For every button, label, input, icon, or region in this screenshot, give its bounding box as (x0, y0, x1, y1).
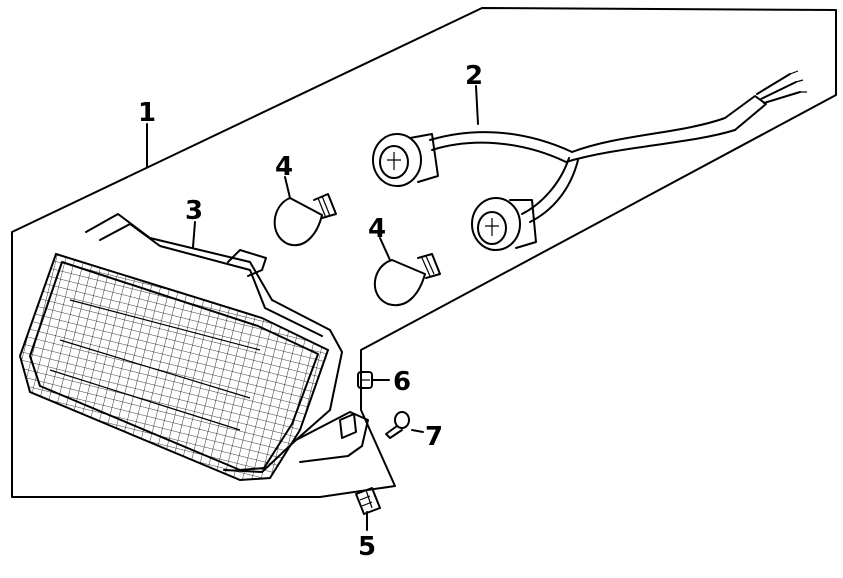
wire-harness (372, 70, 807, 251)
leader-line-bulb-right (379, 237, 391, 261)
leader-line-harness (475, 85, 479, 125)
part-label-nut: 6 (393, 367, 411, 397)
part-label-assembly: 1 (138, 98, 156, 128)
part-label-bulb-left: 4 (275, 152, 293, 182)
clip (355, 487, 381, 515)
lamp-housing (18, 213, 369, 482)
part-label-housing: 3 (185, 196, 203, 226)
bulb-left (273, 193, 337, 247)
leader-line-housing (192, 221, 196, 248)
leader-line-screw (411, 429, 424, 433)
lamp-lens (18, 252, 330, 482)
nut (357, 371, 373, 389)
part-label-clip: 5 (358, 532, 376, 562)
bulb-socket-lower (471, 197, 537, 251)
part-label-screw: 7 (425, 422, 443, 452)
leader-line-bulb-left (284, 176, 291, 199)
bulb-right (373, 253, 441, 307)
bulb-socket-upper (372, 133, 439, 187)
screw (385, 411, 410, 439)
part-label-bulb-right: 4 (368, 214, 386, 244)
part-label-harness: 2 (465, 61, 483, 91)
